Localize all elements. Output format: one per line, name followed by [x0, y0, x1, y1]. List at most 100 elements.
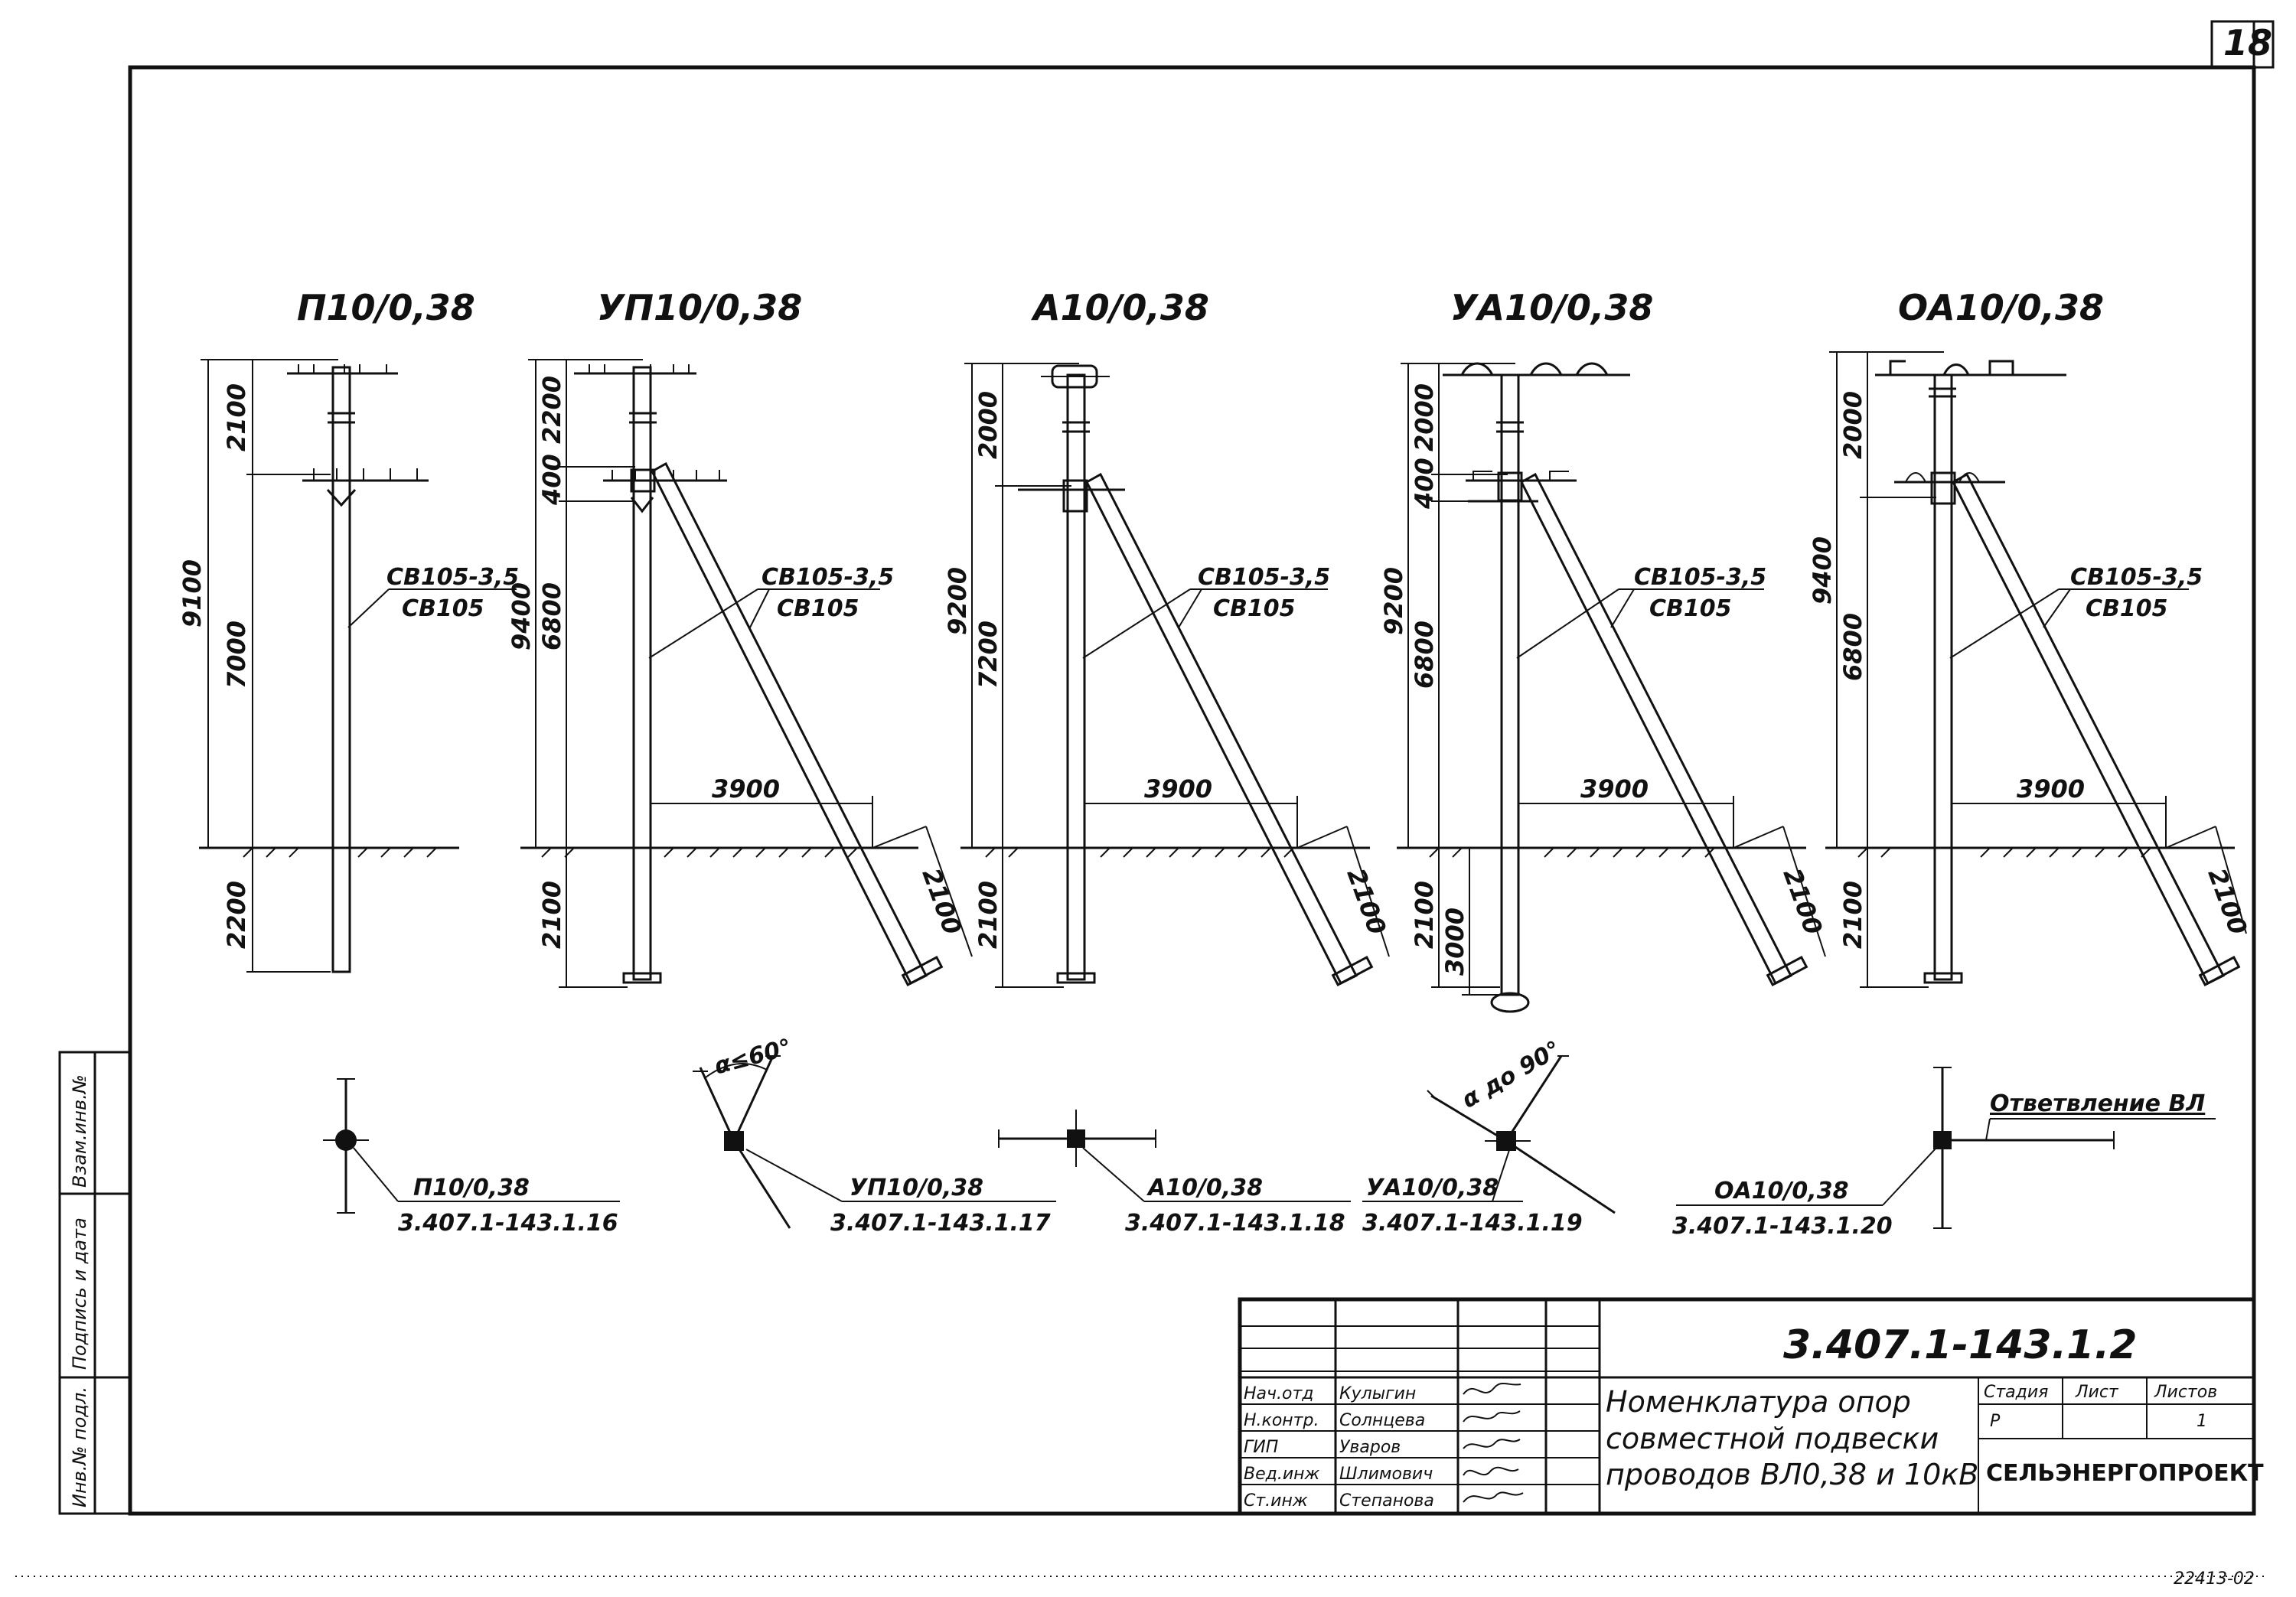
pole-mark-2: СВ105 [1213, 595, 1296, 622]
pole-mark-1: СВ105-3,5 [2070, 564, 2203, 591]
sheets-value: 1 [2197, 1412, 2207, 1431]
dim-embed: 2100 [974, 881, 1003, 949]
stage-value: Р [1990, 1412, 2001, 1431]
title-block: 3.407.1-143.1.2 Нач.отд Кулыгин Н.контр.… [1238, 1297, 2264, 1516]
strut [1085, 472, 1358, 986]
support-title: П10/0,38 [297, 287, 475, 328]
dim-total: 9200 [943, 567, 972, 635]
side-stamp-replace: Взам.инв.№ [69, 1074, 90, 1188]
strut [651, 461, 928, 986]
dim-middle: 6800 [1410, 621, 1439, 689]
doc-name-2: совместной подвески [1606, 1422, 1939, 1455]
strut-span: 3900 [1144, 774, 1212, 803]
pole-mark-2: СВ105 [402, 595, 484, 622]
pole-mark-1: СВ105-3,5 [386, 564, 519, 591]
support-title: УП10/0,38 [597, 287, 802, 328]
pole [632, 366, 652, 981]
strut-embed: 2100 [2202, 865, 2252, 939]
dim-middle: 6800 [1838, 613, 1867, 681]
pole-mark-2: СВ105 [2086, 595, 2168, 622]
dim-traverse: 400 [1410, 458, 1439, 510]
staff-role-5: Ст.инж [1244, 1491, 1308, 1511]
support-up10: УП10/0,38 3900 2100 9400 2200 400 6800 2… [507, 287, 973, 988]
strut [1520, 472, 1793, 986]
staff-role-3: ГИП [1244, 1438, 1278, 1457]
support-a10: А10/0,38 3900 2100 9200 2000 7200 2100 С… [943, 287, 1392, 988]
dim-middle: 6800 [537, 582, 566, 650]
sheet-frame [128, 65, 2256, 1516]
doc-name-1: Номенклатура опор [1606, 1385, 1911, 1419]
bottom-note: 22413-02 [2174, 1569, 2255, 1589]
plan-code: 3.407.1-143.1.16 [398, 1210, 618, 1237]
pole-mark-1: СВ105-3,5 [762, 564, 894, 591]
plan-code: 3.407.1-143.1.20 [1672, 1213, 1893, 1240]
plan-a10: А10/0,38 3.407.1-143.1.18 [998, 1110, 1351, 1237]
pole [331, 366, 351, 973]
dim-total: 9200 [1379, 567, 1408, 635]
dim-middle: 7200 [974, 621, 1003, 689]
plan-oa10: Ответвление ВЛ ОА10/0,38 3.407.1-143.1.2… [1672, 1067, 2216, 1240]
support-ua10: УА10/0,38 3900 2100 9200 2000 400 6800 2… [1379, 287, 1828, 1013]
branch-label: Ответвление ВЛ [1990, 1090, 2205, 1117]
dim-top: 2100 [222, 383, 251, 451]
support-title: УА10/0,38 [1450, 287, 1653, 328]
pole [1933, 373, 1953, 981]
plan-code: 3.407.1-143.1.17 [830, 1210, 1051, 1237]
plan-code: 3.407.1-143.1.18 [1125, 1210, 1345, 1237]
plan-name: П10/0,38 [413, 1175, 530, 1201]
pole-mark-2: СВ105 [1649, 595, 1732, 622]
doc-name-3: проводов ВЛ0,38 и 10кВ [1606, 1458, 1978, 1491]
plan-code: 3.407.1-143.1.19 [1362, 1210, 1583, 1237]
strut-embed: 2100 [1777, 865, 1828, 939]
plan-name: А10/0,38 [1146, 1175, 1263, 1201]
page-number-box [2210, 20, 2275, 69]
pole-mark-2: СВ105 [777, 595, 859, 622]
dim-total: 9100 [178, 559, 207, 627]
signature-5 [1463, 1491, 1524, 1503]
strut-embed: 2100 [916, 865, 967, 939]
plan-p10: П10/0,38 3.407.1-143.1.16 [323, 1078, 620, 1237]
plan-angle: α≤60° [712, 1034, 794, 1080]
dim-embed: 2200 [222, 881, 251, 949]
signature-1 [1463, 1382, 1521, 1395]
plan-ua10: α до 90° УА10/0,38 3.407.1-143.1.19 [1362, 1036, 1616, 1237]
strut-span: 3900 [1580, 774, 1649, 803]
signature-3 [1463, 1439, 1521, 1449]
strut-span: 3900 [2017, 774, 2085, 803]
dim-total: 9400 [1808, 536, 1837, 605]
support-p10: П10/0,38 9100 2100 7000 2200 СВ105-3,5 С… [178, 287, 519, 973]
side-stamp-inv: Инв.№ подл. [69, 1387, 90, 1507]
dim-top: 2000 [1838, 391, 1867, 459]
dim-top: 2200 [537, 376, 566, 444]
dim-total: 9400 [507, 582, 536, 650]
plan-name: УП10/0,38 [850, 1175, 983, 1201]
plan-up10: α≤60° УП10/0,38 3.407.1-143.1.17 [693, 1034, 1056, 1237]
org-name: СЕЛЬЭНЕРГОПРОЕКТ [1986, 1460, 2264, 1487]
staff-role-2: Н.контр. [1244, 1411, 1319, 1430]
ground-lines [199, 846, 2235, 858]
strut-span: 3900 [712, 774, 780, 803]
staff-name-2: Солнцева [1339, 1411, 1425, 1430]
side-stamp: Инв.№ подл. Подпись и дата Взам.инв.№ [58, 1051, 132, 1515]
doc-code: 3.407.1-143.1.2 [1783, 1322, 2137, 1368]
dim-top: 2000 [1410, 383, 1439, 451]
signature-4 [1463, 1466, 1519, 1476]
dim-anchor: 3000 [1440, 908, 1469, 976]
plan-name: УА10/0,38 [1366, 1175, 1499, 1201]
staff-name-5: Степанова [1339, 1491, 1434, 1511]
pole [1500, 373, 1520, 996]
staff-name-1: Кулыгин [1339, 1384, 1416, 1403]
dim-traverse: 400 [537, 454, 566, 506]
dim-embed: 2100 [1838, 881, 1867, 949]
strut [1952, 472, 2226, 986]
dim-embed: 2100 [1410, 881, 1439, 949]
signature-2 [1463, 1410, 1521, 1423]
staff-name-3: Уваров [1339, 1438, 1401, 1457]
dim-embed: 2100 [537, 881, 566, 949]
page-number: 18 [2223, 22, 2272, 64]
staff-role-4: Вед.инж [1244, 1465, 1320, 1484]
pole-mark-1: СВ105-3,5 [1634, 564, 1766, 591]
pole-mark-1: СВ105-3,5 [1198, 564, 1330, 591]
strut-embed: 2100 [1341, 865, 1391, 939]
